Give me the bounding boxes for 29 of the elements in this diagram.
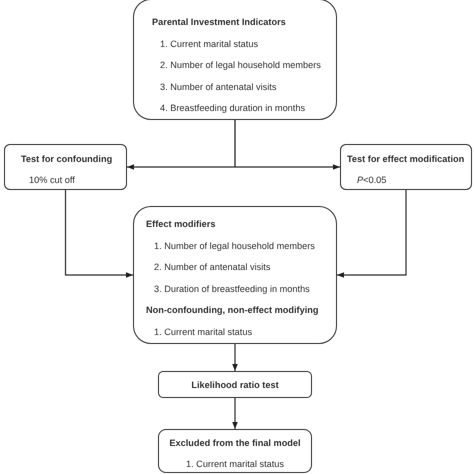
box-heading: Parental Investment Indicators [152, 16, 286, 28]
box-heading: Likelihood ratio test [191, 379, 279, 391]
arrow [337, 190, 407, 278]
rounded-box [133, 0, 337, 120]
box-heading: Effect modifiers [146, 218, 216, 230]
list-item: 1. Current marital status [154, 326, 252, 338]
list-item: 4. Breastfeeding duration in months [160, 102, 306, 114]
list-item: 3. Number of antenatal visits [160, 80, 276, 92]
arrow [234, 120, 340, 170]
list-item: 3. Duration of breastfeeding in months [154, 282, 310, 294]
list-item: 1. Current marital status [160, 38, 258, 50]
list-item: 10% cut off [29, 174, 75, 186]
box-heading: Test for confounding [21, 153, 112, 165]
rounded-box [340, 144, 472, 190]
list-item: 2. Number of antenatal visits [154, 261, 270, 273]
rounded-box [4, 144, 127, 190]
rounded-box [158, 429, 312, 473]
arrow [64, 190, 133, 278]
list-item: 2. Number of legal household members [160, 59, 321, 71]
list-item: 1. Number of legal household members [154, 240, 315, 252]
list-item: P<0.05 [357, 174, 386, 186]
box-heading: Excluded from the final model [169, 437, 301, 449]
arrow [232, 344, 238, 371]
box-heading: Non-confounding, non-effect modifying [146, 304, 318, 316]
arrow [232, 398, 238, 429]
rounded-box [133, 206, 337, 344]
box-heading: Test for effect modification [347, 153, 464, 165]
list-item: 1. Current marital status [186, 458, 284, 470]
rounded-box [158, 371, 312, 398]
